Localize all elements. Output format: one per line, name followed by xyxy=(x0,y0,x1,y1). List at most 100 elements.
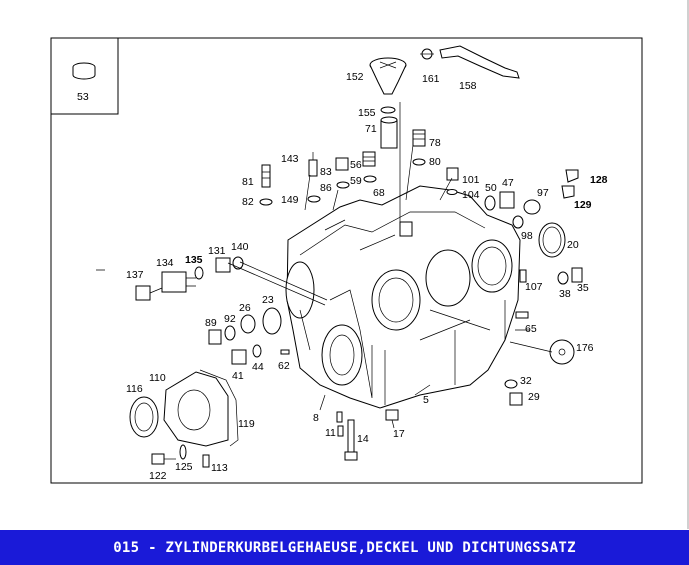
part-98-ring[interactable] xyxy=(512,215,524,229)
part-135-washer[interactable] xyxy=(194,266,204,280)
diagram-viewer: 53 xyxy=(50,0,689,529)
part-161-clamp[interactable] xyxy=(420,48,434,60)
label-14: 14 xyxy=(357,433,369,445)
label-80: 80 xyxy=(429,156,441,168)
label-140: 140 xyxy=(231,241,249,253)
part-116-seal[interactable] xyxy=(129,396,159,438)
part-65-dowel[interactable] xyxy=(515,311,529,319)
label-155: 155 xyxy=(358,107,376,119)
part-155-seal[interactable] xyxy=(380,106,396,114)
part-56-plug[interactable] xyxy=(362,151,376,167)
label-8: 8 xyxy=(313,412,319,424)
part-38-washer[interactable] xyxy=(557,271,569,285)
part-29-plug[interactable] xyxy=(509,392,523,406)
part-125-washer[interactable] xyxy=(179,444,187,460)
label-5: 5 xyxy=(423,394,429,406)
label-59: 59 xyxy=(350,175,362,187)
part-83-plug[interactable] xyxy=(335,157,349,171)
diagram-caption-bar: 015 - ZYLINDERKURBELGEHAEUSE,DECKEL UND … xyxy=(0,530,689,565)
part-129-clip[interactable] xyxy=(561,185,575,199)
label-92: 92 xyxy=(224,313,236,325)
label-35: 35 xyxy=(577,282,589,294)
label-82: 82 xyxy=(242,196,254,208)
part-131-plug[interactable] xyxy=(215,257,231,273)
inset-box xyxy=(50,37,119,115)
part-17-bolt[interactable] xyxy=(385,409,399,429)
label-68: 68 xyxy=(373,187,385,199)
label-78: 78 xyxy=(429,137,441,149)
label-41: 41 xyxy=(232,370,244,382)
part-128-clip[interactable] xyxy=(565,169,579,183)
part-101-plug[interactable] xyxy=(446,167,459,181)
label-134: 134 xyxy=(156,257,174,269)
label-129: 129 xyxy=(574,199,592,211)
part-82-washer[interactable] xyxy=(259,198,273,206)
label-38: 38 xyxy=(559,288,571,300)
part-50-ring[interactable] xyxy=(484,195,496,211)
label-71: 71 xyxy=(365,123,377,135)
part-137-sender[interactable] xyxy=(135,285,163,301)
inset-label-53: 53 xyxy=(77,91,89,103)
part-81-stud[interactable] xyxy=(261,164,271,188)
part-47-plug[interactable] xyxy=(499,191,515,209)
label-32: 32 xyxy=(520,375,532,387)
leader-lines xyxy=(96,102,553,411)
part-149-washer[interactable] xyxy=(307,195,321,203)
label-20: 20 xyxy=(567,239,579,251)
label-86: 86 xyxy=(320,182,332,194)
label-149: 149 xyxy=(281,194,299,206)
part-113-stud[interactable] xyxy=(202,454,210,468)
label-110: 110 xyxy=(149,372,166,384)
crankcase-block[interactable] xyxy=(285,185,521,409)
label-161: 161 xyxy=(422,73,440,85)
part-110-rear-cover[interactable] xyxy=(163,371,229,447)
part-8-dowel[interactable] xyxy=(336,411,343,423)
label-23: 23 xyxy=(262,294,274,306)
part-78-fitting[interactable] xyxy=(412,129,426,147)
diagram-frame xyxy=(50,37,643,484)
part-53-ring[interactable] xyxy=(72,62,96,80)
label-26: 26 xyxy=(239,302,251,314)
part-143-sensor[interactable] xyxy=(308,152,318,177)
label-143: 143 xyxy=(281,153,299,165)
label-50: 50 xyxy=(485,182,497,194)
part-80-washer[interactable] xyxy=(412,158,426,166)
part-20-seal-ring[interactable] xyxy=(538,222,566,258)
part-119-gasket[interactable] xyxy=(199,369,239,447)
part-158-hose[interactable] xyxy=(439,45,520,79)
label-158: 158 xyxy=(459,80,477,92)
label-176: 176 xyxy=(576,342,594,354)
part-86-washer[interactable] xyxy=(336,181,350,189)
part-32-washer[interactable] xyxy=(504,379,518,389)
part-71-pipe[interactable] xyxy=(380,116,398,149)
part-134-pressure-switch[interactable] xyxy=(161,271,196,293)
part-59-washer[interactable] xyxy=(363,175,377,183)
label-135: 135 xyxy=(185,254,203,266)
part-92-ring[interactable] xyxy=(224,325,236,341)
part-41-plug[interactable] xyxy=(231,349,247,365)
label-89: 89 xyxy=(205,317,217,329)
part-97-cap[interactable] xyxy=(523,199,541,215)
part-62-pin[interactable] xyxy=(280,349,290,355)
label-17: 17 xyxy=(393,428,405,440)
part-122-bolt[interactable] xyxy=(151,453,176,465)
label-81: 81 xyxy=(242,176,254,188)
label-128: 128 xyxy=(590,174,608,186)
label-47: 47 xyxy=(502,177,514,189)
label-122: 122 xyxy=(149,470,167,482)
label-44: 44 xyxy=(252,361,264,373)
part-35-plug[interactable] xyxy=(571,267,583,283)
label-104: 104 xyxy=(462,189,480,201)
label-98: 98 xyxy=(521,230,533,242)
part-44-washer[interactable] xyxy=(252,344,262,358)
part-89-plug[interactable] xyxy=(208,329,222,345)
part-23-cover[interactable] xyxy=(262,307,282,335)
label-113: 113 xyxy=(211,462,228,474)
part-176-flange[interactable] xyxy=(549,339,575,365)
part-26-ring[interactable] xyxy=(240,314,256,334)
part-152-filler-cap[interactable] xyxy=(369,57,407,95)
part-104-washer[interactable] xyxy=(446,189,458,195)
part-14-bolt[interactable] xyxy=(344,419,358,461)
part-107-dowel[interactable] xyxy=(519,269,527,283)
part-11-dowel[interactable] xyxy=(337,425,344,437)
